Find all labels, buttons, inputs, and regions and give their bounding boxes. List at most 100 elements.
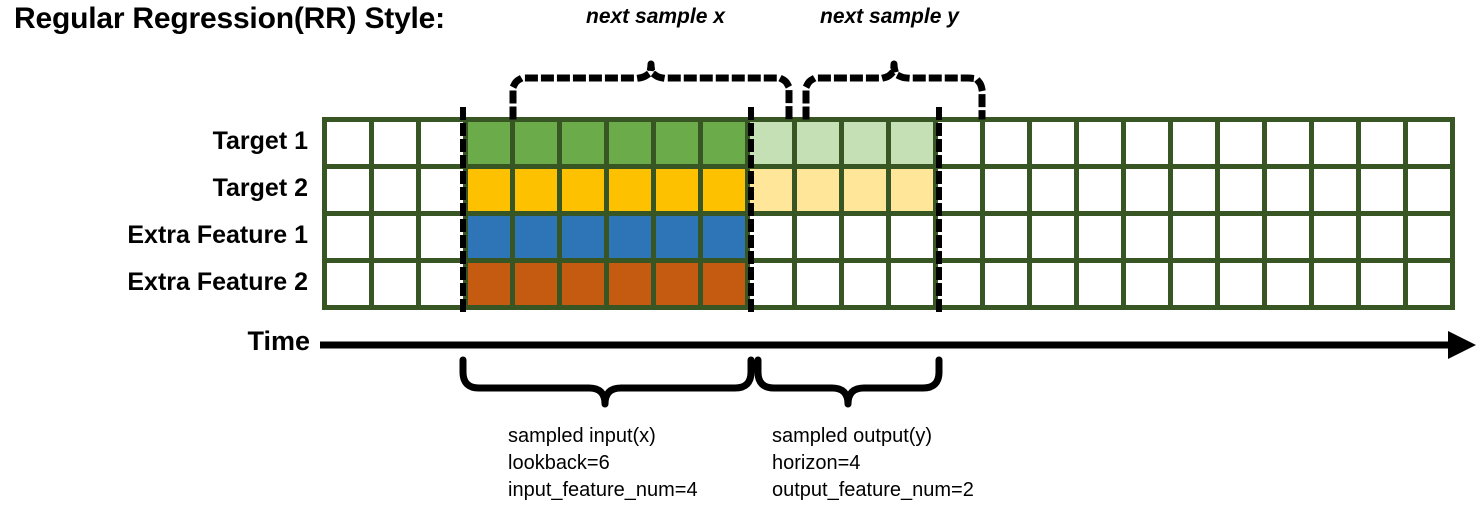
grid-cell-r0-c22 — [1361, 122, 1403, 164]
grid-cell-r0-c10 — [797, 122, 839, 164]
grid-cell-r3-c0 — [327, 263, 369, 305]
grid-cell-r1-c0 — [327, 169, 369, 211]
grid-cell-r1-c16 — [1079, 169, 1121, 211]
grid-cell-r1-c7 — [656, 169, 698, 211]
grid-cell-r2-c20 — [1267, 216, 1309, 258]
note-input-line-3: input_feature_num=4 — [508, 478, 698, 501]
grid-cell-r1-c22 — [1361, 169, 1403, 211]
grid-cell-r1-c11 — [844, 169, 886, 211]
grid-cell-r0-c14 — [985, 122, 1027, 164]
row-label-column: Target 1 Target 2 Extra Feature 1 Extra … — [0, 117, 308, 311]
grid-cell-r2-c3 — [468, 216, 510, 258]
grid-cell-r2-c17 — [1126, 216, 1168, 258]
grid-cell-r1-c3 — [468, 169, 510, 211]
note-input-line-1: sampled input(x) — [508, 425, 656, 447]
grid-cell-r2-c1 — [374, 216, 416, 258]
grid-cell-r2-c16 — [1079, 216, 1121, 258]
grid-cell-r3-c18 — [1173, 263, 1215, 305]
grid-cell-r3-c1 — [374, 263, 416, 305]
grid-cell-r0-c2 — [421, 122, 463, 164]
grid-cell-r2-c7 — [656, 216, 698, 258]
grid-cell-r2-c15 — [1032, 216, 1074, 258]
grid-cell-r2-c6 — [609, 216, 651, 258]
grid-cell-r0-c6 — [609, 122, 651, 164]
grid-cell-r3-c14 — [985, 263, 1027, 305]
grid-cell-r3-c21 — [1314, 263, 1356, 305]
note-sampled-output: sampled output(y) horizon=4 output_featu… — [772, 423, 974, 503]
grid-cell-r3-c9 — [750, 263, 792, 305]
grid-cell-r1-c4 — [515, 169, 557, 211]
grid-cell-r1-c18 — [1173, 169, 1215, 211]
grid-cell-r2-c11 — [844, 216, 886, 258]
note-output-line-1: sampled output(y) — [772, 425, 933, 447]
caption-next-sample-y: next sample y — [820, 5, 959, 28]
grid-cell-r2-c12 — [891, 216, 933, 258]
grid-cell-r3-c16 — [1079, 263, 1121, 305]
grid-cell-r2-c18 — [1173, 216, 1215, 258]
grid-cell-r0-c13 — [938, 122, 980, 164]
grid-cell-r2-c22 — [1361, 216, 1403, 258]
time-axis-arrowhead — [1448, 331, 1476, 359]
grid-cell-r0-c11 — [844, 122, 886, 164]
note-output-line-3: output_feature_num=2 — [772, 478, 974, 501]
grid-cell-r2-c14 — [985, 216, 1027, 258]
caption-next-sample-x: next sample x — [586, 5, 725, 28]
grid-cell-r2-c10 — [797, 216, 839, 258]
grid-cell-r0-c15 — [1032, 122, 1074, 164]
time-axis-label: Time — [247, 326, 310, 356]
grid-cell-r3-c22 — [1361, 263, 1403, 305]
note-input-line-2: lookback=6 — [508, 451, 610, 474]
grid-cell-r1-c13 — [938, 169, 980, 211]
grid-cell-r2-c0 — [327, 216, 369, 258]
note-sampled-input: sampled input(x) lookback=6 input_featur… — [508, 423, 698, 503]
grid-cell-r0-c0 — [327, 122, 369, 164]
row-label-extra-feature-1: Extra Feature 1 — [127, 221, 308, 249]
grid-cell-r2-c5 — [562, 216, 604, 258]
grid-cell-r3-c11 — [844, 263, 886, 305]
grid-cell-r0-c21 — [1314, 122, 1356, 164]
grid-cell-r3-c12 — [891, 263, 933, 305]
grid-cell-r0-c17 — [1126, 122, 1168, 164]
grid-cell-r2-c19 — [1220, 216, 1262, 258]
grid-cell-r3-c23 — [1408, 263, 1450, 305]
grid-cell-r1-c8 — [703, 169, 745, 211]
brace-sampled-input — [459, 356, 755, 408]
grid-cell-r1-c12 — [891, 169, 933, 211]
grid-cell-r0-c3 — [468, 122, 510, 164]
grid-cell-r1-c10 — [797, 169, 839, 211]
grid-cell-r3-c4 — [515, 263, 557, 305]
grid-cell-r2-c2 — [421, 216, 463, 258]
grid-cell-r3-c13 — [938, 263, 980, 305]
grid-cell-r1-c21 — [1314, 169, 1356, 211]
note-output-line-2: horizon=4 — [772, 451, 861, 474]
grid-cell-r2-c21 — [1314, 216, 1356, 258]
grid-cell-r3-c15 — [1032, 263, 1074, 305]
grid-cell-r2-c9 — [750, 216, 792, 258]
grid-cell-r0-c7 — [656, 122, 698, 164]
grid-cell-r3-c6 — [609, 263, 651, 305]
grid-cell-r0-c4 — [515, 122, 557, 164]
dotted-brace-next-sample-x — [509, 60, 793, 120]
grid-cell-r2-c4 — [515, 216, 557, 258]
grid-cell-r1-c5 — [562, 169, 604, 211]
grid-cell-r1-c20 — [1267, 169, 1309, 211]
grid-cell-r3-c2 — [421, 263, 463, 305]
grid-cell-r0-c18 — [1173, 122, 1215, 164]
grid-cell-r1-c2 — [421, 169, 463, 211]
grid-cell-r3-c20 — [1267, 263, 1309, 305]
grid-cell-r3-c8 — [703, 263, 745, 305]
grid-cell-r1-c15 — [1032, 169, 1074, 211]
grid-cell-r3-c3 — [468, 263, 510, 305]
timeseries-grid — [322, 117, 1455, 310]
grid-cell-r0-c8 — [703, 122, 745, 164]
grid-cell-r0-c19 — [1220, 122, 1262, 164]
row-label-extra-feature-2: Extra Feature 2 — [127, 268, 308, 296]
grid-cell-r3-c17 — [1126, 263, 1168, 305]
grid-cell-r0-c1 — [374, 122, 416, 164]
grid-cell-r1-c6 — [609, 169, 651, 211]
grid-cell-r1-c23 — [1408, 169, 1450, 211]
brace-sampled-output — [754, 356, 943, 408]
row-label-target-1: Target 1 — [212, 127, 308, 155]
grid-cell-r3-c19 — [1220, 263, 1262, 305]
grid-cell-r0-c12 — [891, 122, 933, 164]
